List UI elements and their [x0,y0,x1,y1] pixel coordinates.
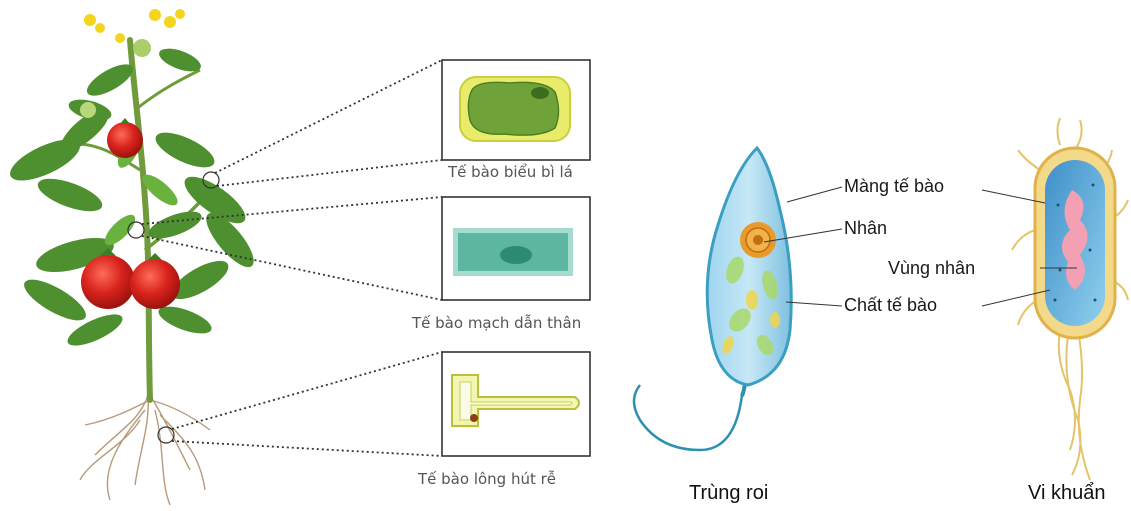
plant-cell-box-stem-vessel [442,197,590,300]
plant-flowers [84,9,185,43]
bacterium [1012,118,1128,480]
connector-lines [142,60,442,456]
euglena-flagellum [634,385,742,450]
plant-cell-box-root-hair [442,352,590,456]
plant-roots [80,395,210,505]
label-leaders [764,187,1077,306]
tomato-plant [5,9,261,505]
euglena [634,148,791,450]
label-cytoplasm: Chất tế bào [844,295,937,316]
euglena-nucleus [740,222,776,258]
euglena-body [707,148,791,385]
caption-leaf-epidermis-cell: Tế bào biểu bì lá [448,163,573,181]
label-nucleus: Nhân [844,218,887,239]
label-euglena: Trùng roi [689,482,768,505]
plant-cell-box-leaf-epidermis [442,60,590,160]
label-cell-membrane: Màng tế bào [844,176,944,197]
caption-root-hair-cell: Tế bào lông hút rễ [418,470,556,488]
label-nucleoid: Vùng nhân [888,258,975,279]
caption-stem-vessel-cell: Tế bào mạch dẫn thân [412,314,581,332]
label-bacterium: Vi khuẩn [1028,482,1105,505]
